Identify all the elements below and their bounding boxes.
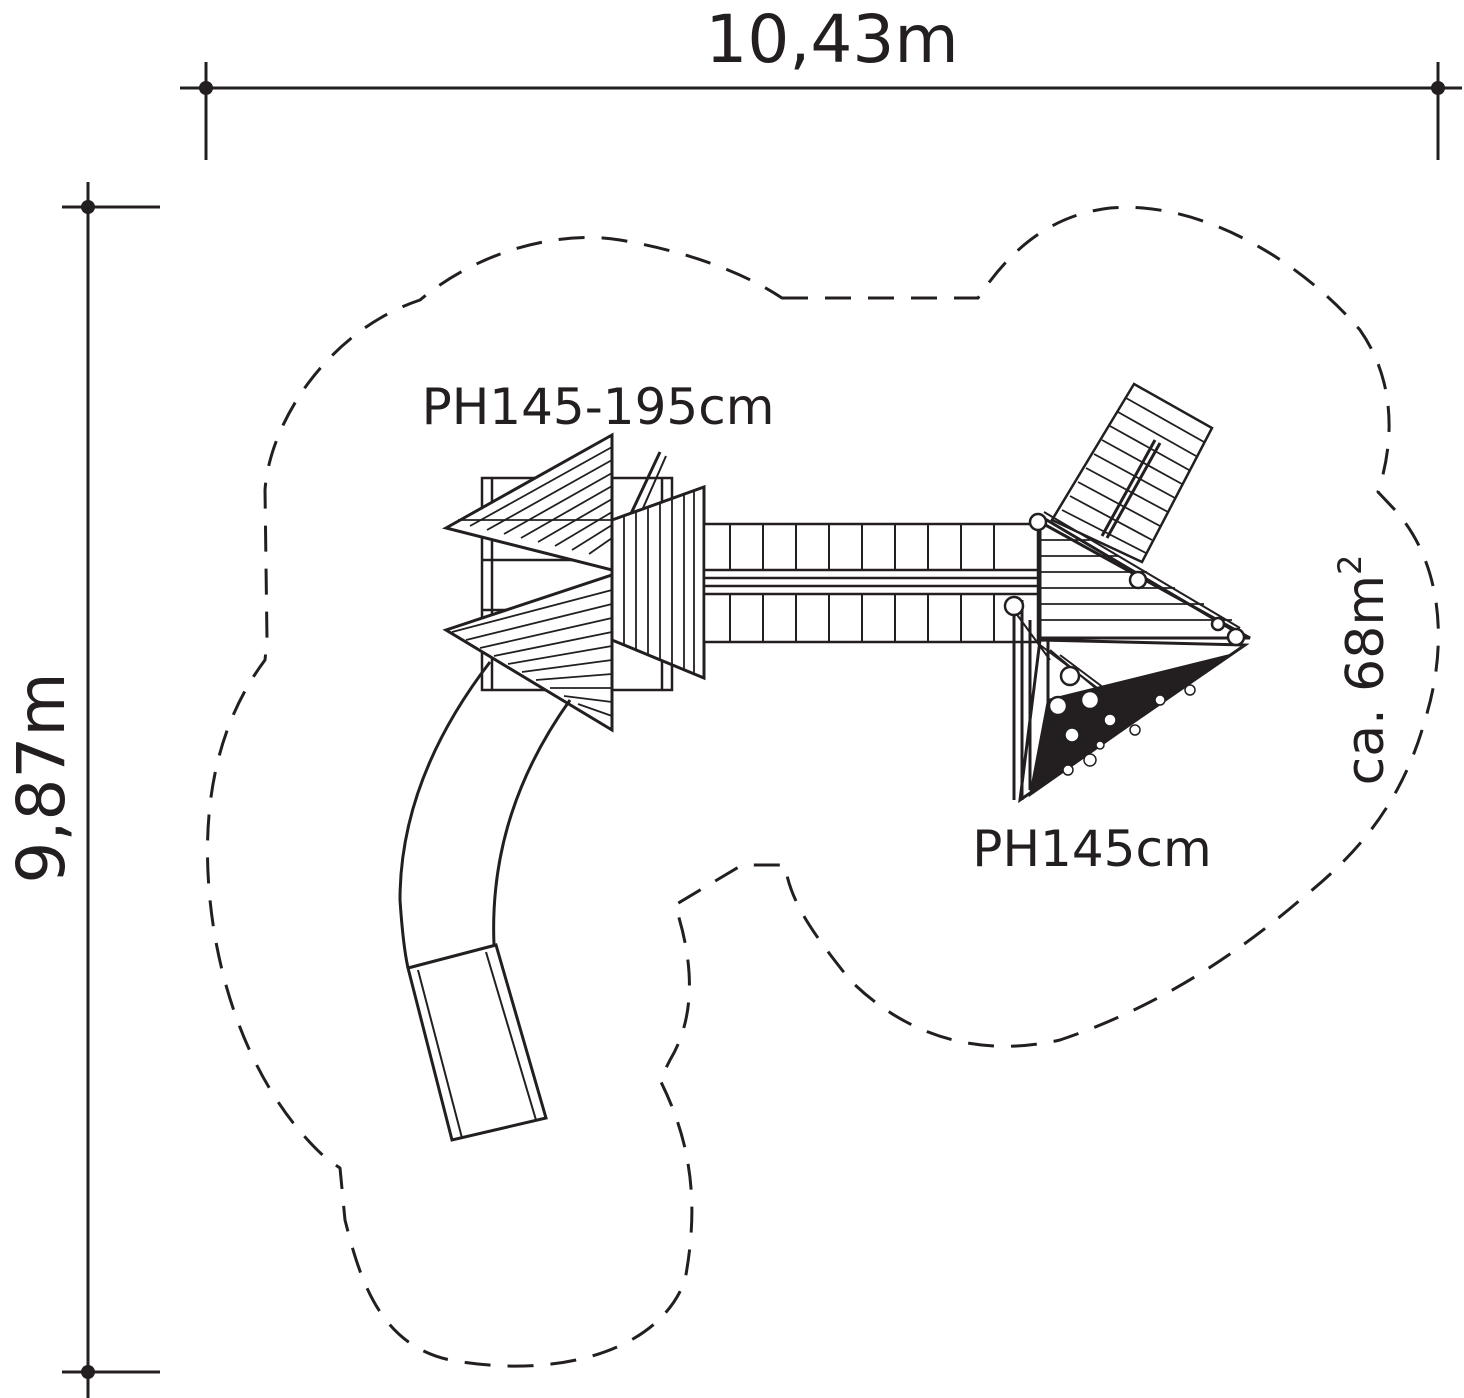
bridge: [702, 522, 1040, 644]
height-label: 9,87m: [3, 672, 80, 883]
right-tower: [1003, 511, 1251, 804]
width-label: 10,43m: [705, 1, 958, 78]
safety-zone-outline: [205, 205, 1440, 1368]
ladder: [1050, 382, 1214, 564]
area-label-text: ca. 68m: [1336, 575, 1396, 785]
left-tower-label: PH145-195cm: [422, 378, 775, 436]
right-tower-label: PH145cm: [972, 820, 1211, 878]
area-label: ca. 68m2: [1331, 555, 1396, 786]
svg-text:ca. 68m2: ca. 68m2: [1331, 555, 1396, 786]
dimension-node: [81, 1365, 95, 1379]
area-label-superscript: 2: [1331, 555, 1369, 575]
dimension-node: [1431, 81, 1445, 95]
dimension-node: [81, 200, 95, 214]
dimension-node: [199, 81, 213, 95]
left-tower: [441, 432, 706, 733]
tube-slide: [398, 661, 572, 1142]
width-dimension: 10,43m: [180, 1, 1462, 160]
post-cap: [1003, 512, 1246, 717]
height-dimension: 9,87m: [3, 182, 160, 1398]
